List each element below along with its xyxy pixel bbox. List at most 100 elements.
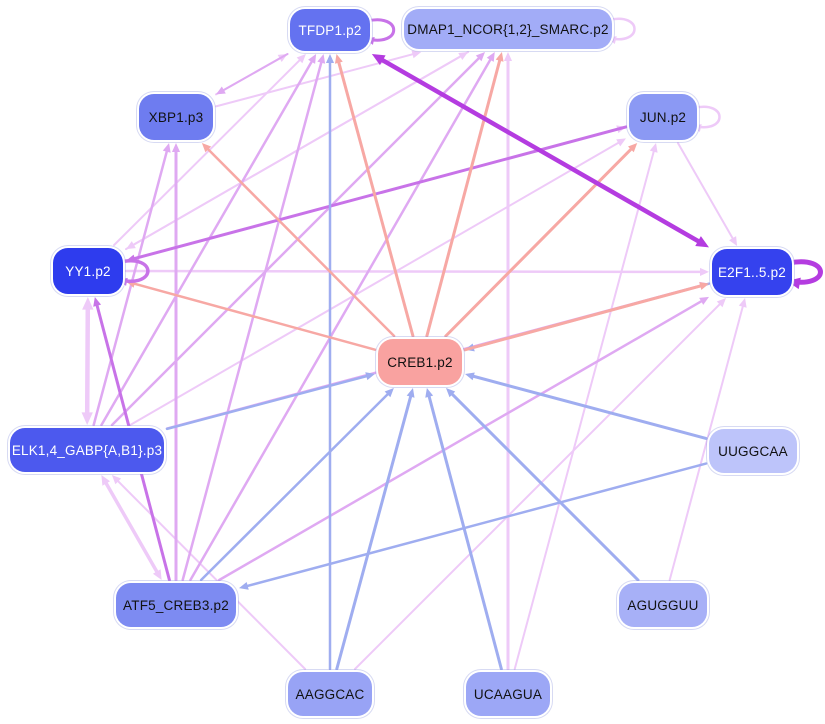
- edge-atf5-elk1: [101, 475, 162, 580]
- edge-line: [444, 146, 634, 338]
- node-agugguu[interactable]: AGUGGUU: [619, 583, 707, 627]
- arrowhead: [325, 54, 335, 63]
- arrowhead: [486, 52, 495, 62]
- edge-line: [165, 374, 370, 431]
- edge-elk1-creb1: [165, 372, 375, 431]
- edge-agugguu-creb1: [446, 388, 640, 582]
- node-label: CREB1.p2: [387, 354, 453, 370]
- arrowhead: [365, 372, 375, 381]
- edge-elk1-jun: [129, 138, 626, 426]
- edge-line: [336, 59, 415, 338]
- self-loop: [692, 105, 721, 129]
- node-xbp1[interactable]: XBP1.p3: [139, 94, 213, 140]
- edge-uuggcaa-atf5: [239, 462, 708, 590]
- edge-line: [244, 462, 708, 588]
- edge-line: [676, 142, 735, 241]
- edge-line: [131, 51, 470, 247]
- arrowhead: [239, 581, 249, 590]
- node-yy1[interactable]: YY1.p2: [53, 248, 123, 294]
- self-loop: [365, 18, 395, 42]
- edge-uuggcaa-creb1: [465, 372, 708, 440]
- arrowhead: [93, 297, 102, 307]
- edge-line: [335, 393, 413, 671]
- edge-jun-e2f1: [676, 142, 738, 246]
- node-creb1[interactable]: CREB1.p2: [378, 339, 462, 385]
- edge-line: [129, 140, 621, 426]
- edge-line: [84, 304, 91, 418]
- arrowhead: [699, 296, 709, 305]
- edge-agugguu-e2f1: [668, 298, 747, 581]
- edge-atf5-xbp1: [171, 143, 181, 582]
- arrowhead: [126, 241, 136, 250]
- edge-line: [115, 479, 307, 670]
- node-label: ELK1,4_GABP{A,B1}.p3: [11, 442, 163, 458]
- edge-line: [124, 269, 704, 274]
- arrowhead: [296, 54, 306, 64]
- edge-e2f1-e2f1: [786, 259, 823, 290]
- arrowhead: [695, 236, 709, 248]
- node-label: UCAAGUA: [473, 686, 543, 702]
- edge-aaggcac-e2f1: [354, 298, 726, 670]
- node-label: E2F1..5.p2: [717, 264, 787, 280]
- node-label: DMAP1_NCOR{1,2}_SMARC.p2: [407, 21, 609, 37]
- edge-elk1-tfdp1: [100, 54, 317, 427]
- node-ucaagua[interactable]: UCAAGUA: [466, 672, 550, 716]
- edge-creb1-e2f1: [463, 282, 709, 352]
- arrowhead: [162, 143, 171, 153]
- node-jun[interactable]: JUN.p2: [629, 94, 697, 140]
- node-atf5[interactable]: ATF5_CREB3.p2: [116, 583, 236, 627]
- edge-aaggcac-tfdp1: [325, 54, 335, 671]
- edge-line: [199, 391, 391, 582]
- edge-aaggcac-elk1: [111, 475, 307, 670]
- edge-atf5-tfdp1: [181, 54, 326, 582]
- arrowhead: [334, 54, 343, 64]
- edge-atf5-dmap1: [189, 52, 495, 582]
- arrowhead: [649, 143, 658, 153]
- self-loop: [118, 259, 150, 283]
- arrowhead: [616, 138, 626, 147]
- edge-line: [449, 391, 640, 582]
- arrowhead: [101, 475, 111, 486]
- arrowhead: [503, 52, 513, 61]
- edge-line: [427, 393, 503, 671]
- node-label: TFDP1.p2: [298, 22, 362, 38]
- node-dmap1[interactable]: DMAP1_NCOR{1,2}_SMARC.p2: [404, 9, 612, 49]
- node-elk1[interactable]: ELK1,4_GABP{A,B1}.p3: [10, 428, 164, 472]
- arrowhead: [216, 86, 226, 95]
- edge-line: [100, 58, 314, 427]
- edge-atf5-creb1: [199, 388, 394, 582]
- node-label: ATF5_CREB3.p2: [123, 597, 229, 613]
- edge-ucaagua-creb1: [425, 388, 503, 671]
- edge-atf5-e2f1: [217, 296, 709, 582]
- edge-creb1-yy1: [126, 279, 377, 351]
- arrowhead: [201, 143, 212, 153]
- edge-yy1-e2f1: [124, 267, 709, 276]
- arrowhead: [425, 388, 434, 398]
- edge-ucaagua-jun: [513, 143, 658, 670]
- edge-yy1-tfdp1: [113, 54, 306, 246]
- arrowhead: [475, 52, 485, 62]
- arrowhead: [82, 297, 94, 310]
- edge-line: [221, 53, 289, 92]
- arrowhead: [384, 388, 394, 398]
- node-aaggcac[interactable]: AAGGCAC: [288, 672, 372, 716]
- edge-line: [217, 299, 705, 582]
- edge-tfdp1-xbp1: [216, 53, 289, 95]
- edge-line: [189, 56, 493, 582]
- edge-creb1-dmap1: [425, 52, 504, 338]
- edge-line: [378, 56, 703, 245]
- node-label: AAGGCAC: [295, 686, 365, 702]
- node-tfdp1[interactable]: TFDP1.p2: [290, 9, 370, 51]
- edge-line: [354, 302, 722, 670]
- edge-aaggcac-creb1: [335, 388, 415, 671]
- arrowhead: [738, 298, 747, 308]
- node-uuggcaa[interactable]: UUGGCAA: [709, 429, 797, 473]
- node-e2f1[interactable]: E2F1..5.p2: [712, 249, 792, 295]
- edge-line: [205, 146, 396, 338]
- edge-creb1-tfdp1: [334, 54, 415, 338]
- node-label: XBP1.p3: [148, 109, 204, 125]
- edge-line: [425, 57, 502, 338]
- node-label: UUGGCAA: [718, 443, 788, 459]
